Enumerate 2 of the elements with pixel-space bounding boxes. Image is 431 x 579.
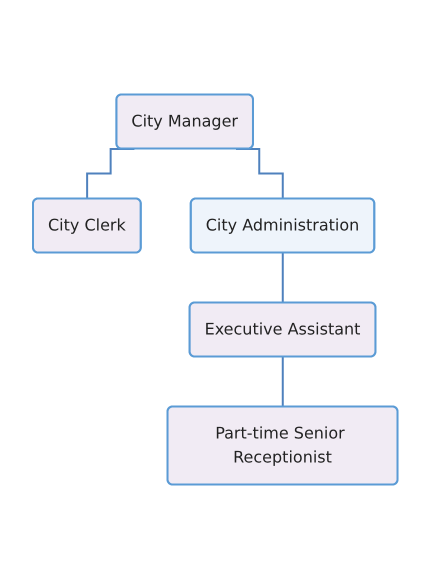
connector: [282, 252, 284, 304]
connector: [282, 356, 284, 408]
